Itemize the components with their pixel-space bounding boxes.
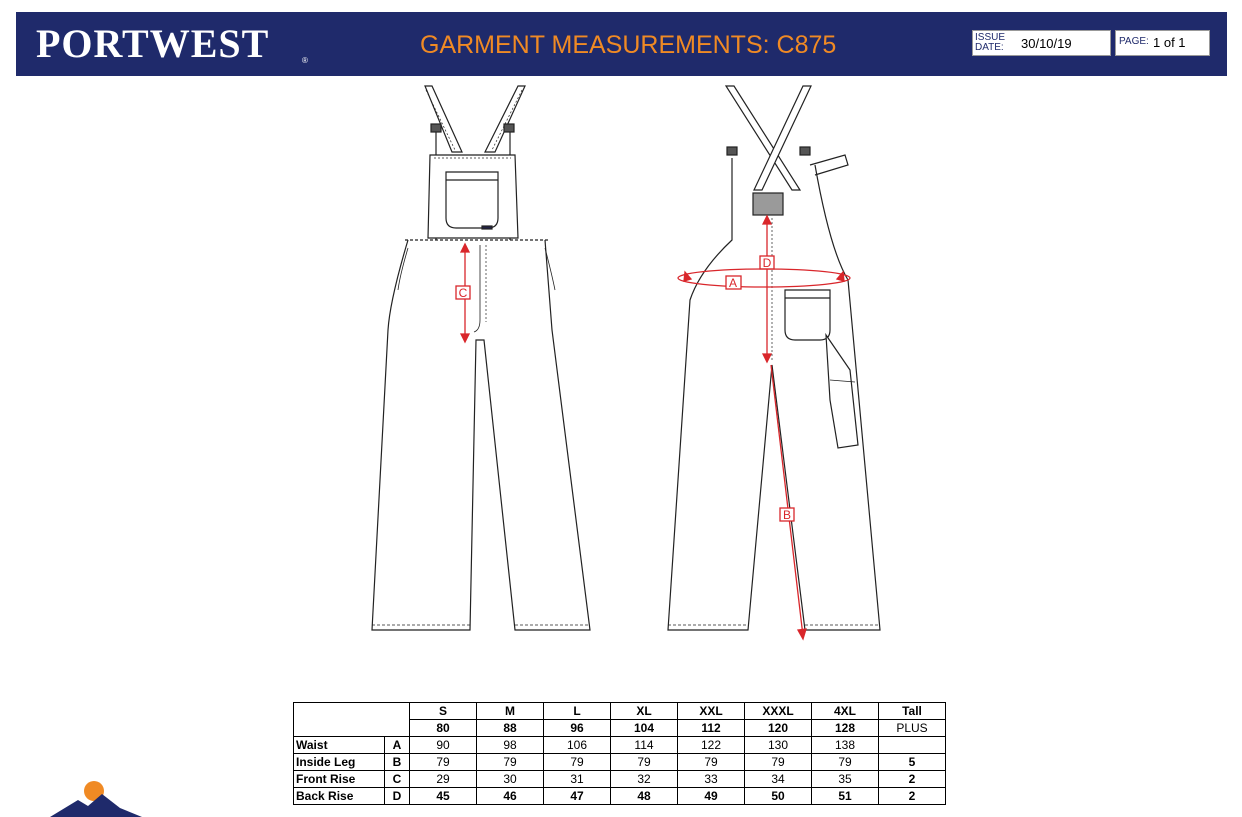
size-l: L [543, 702, 611, 720]
table-row-back-rise: Back Rise D 45 46 47 48 49 50 51 2 [293, 787, 946, 805]
chest-value: 80 [409, 719, 477, 737]
cell: 138 [811, 736, 879, 754]
row-label: Waist [293, 736, 385, 754]
row-code: C [384, 770, 410, 788]
page-box: PAGE: 1 of 1 [1115, 30, 1210, 56]
row-code: D [384, 787, 410, 805]
issue-date-value: 30/10/19 [1021, 36, 1072, 51]
cell: 2 [878, 787, 946, 805]
size-header-row: S M L XL XXL XXXL 4XL Tall [293, 702, 946, 737]
cell: 45 [409, 787, 477, 805]
cell: 33 [677, 770, 745, 788]
cell: 29 [409, 770, 477, 788]
size-s: S [409, 702, 477, 720]
size-xxxl: XXXL [744, 702, 812, 720]
cell: 34 [744, 770, 812, 788]
cell: 79 [543, 753, 611, 771]
cell: 98 [476, 736, 544, 754]
garment-drawing: A B C D [371, 85, 881, 641]
cell: 48 [610, 787, 678, 805]
page-value: 1 of 1 [1153, 35, 1186, 50]
cell: 122 [677, 736, 745, 754]
mountain-logo-icon [50, 781, 142, 817]
cell: 50 [744, 787, 812, 805]
cell: 31 [543, 770, 611, 788]
table-row-inside-leg: Inside Leg B 79 79 79 79 79 79 79 5 [293, 753, 946, 771]
cell: 90 [409, 736, 477, 754]
row-code: B [384, 753, 410, 771]
row-label: Back Rise [293, 787, 385, 805]
chest-value: 96 [543, 719, 611, 737]
cell: 114 [610, 736, 678, 754]
cell: 51 [811, 787, 879, 805]
cell: 79 [476, 753, 544, 771]
cell: 79 [409, 753, 477, 771]
table-row-waist: Waist A 90 98 106 114 122 130 138 [293, 736, 946, 754]
date-label: DATE: [975, 42, 1004, 53]
cell: 2 [878, 770, 946, 788]
cell: 130 [744, 736, 812, 754]
cell: 32 [610, 770, 678, 788]
chest-value: 88 [476, 719, 544, 737]
size-xxl: XXL [677, 702, 745, 720]
size-m: M [476, 702, 544, 720]
cell: 79 [677, 753, 745, 771]
back-view [667, 85, 881, 631]
row-label: Front Rise [293, 770, 385, 788]
marker-d: D [763, 256, 772, 270]
size-4xl: 4XL [811, 702, 879, 720]
cell: 106 [543, 736, 611, 754]
chest-value: 104 [610, 719, 678, 737]
cell [878, 736, 946, 754]
cell: 79 [811, 753, 879, 771]
issue-label: ISSUE [975, 32, 1006, 43]
registered-mark: ® [302, 56, 308, 65]
row-code: A [384, 736, 410, 754]
brand-logo: PORTWEST [36, 21, 270, 66]
cell: 30 [476, 770, 544, 788]
issue-date-box: ISSUE DATE: 30/10/19 [972, 30, 1111, 56]
measurement-table: S M L XL XXL XXXL 4XL Tall 80 88 96 104 … [293, 702, 946, 805]
measurement-markers [455, 214, 851, 641]
size-xl: XL [610, 702, 678, 720]
chest-value: 112 [677, 719, 745, 737]
table-row-front-rise: Front Rise C 29 30 31 32 33 34 35 2 [293, 770, 946, 788]
size-tall: Tall [878, 702, 946, 720]
front-view [371, 85, 591, 631]
marker-c: C [459, 286, 468, 300]
cell: 46 [476, 787, 544, 805]
page-label: PAGE: [1119, 36, 1149, 47]
cell: 79 [610, 753, 678, 771]
document-title: GARMENT MEASUREMENTS: C875 [420, 31, 837, 59]
row-label: Inside Leg [293, 753, 385, 771]
chest-value: 128 [811, 719, 879, 737]
marker-a: A [729, 276, 737, 290]
marker-b: B [783, 508, 791, 522]
cell: 47 [543, 787, 611, 805]
cell: 49 [677, 787, 745, 805]
cell: 5 [878, 753, 946, 771]
header-bar: PORTWEST ® GARMENT MEASUREMENTS: C875 IS… [16, 12, 1227, 76]
cell: 35 [811, 770, 879, 788]
cell: 79 [744, 753, 812, 771]
chest-value: PLUS [878, 719, 946, 737]
chest-value: 120 [744, 719, 812, 737]
